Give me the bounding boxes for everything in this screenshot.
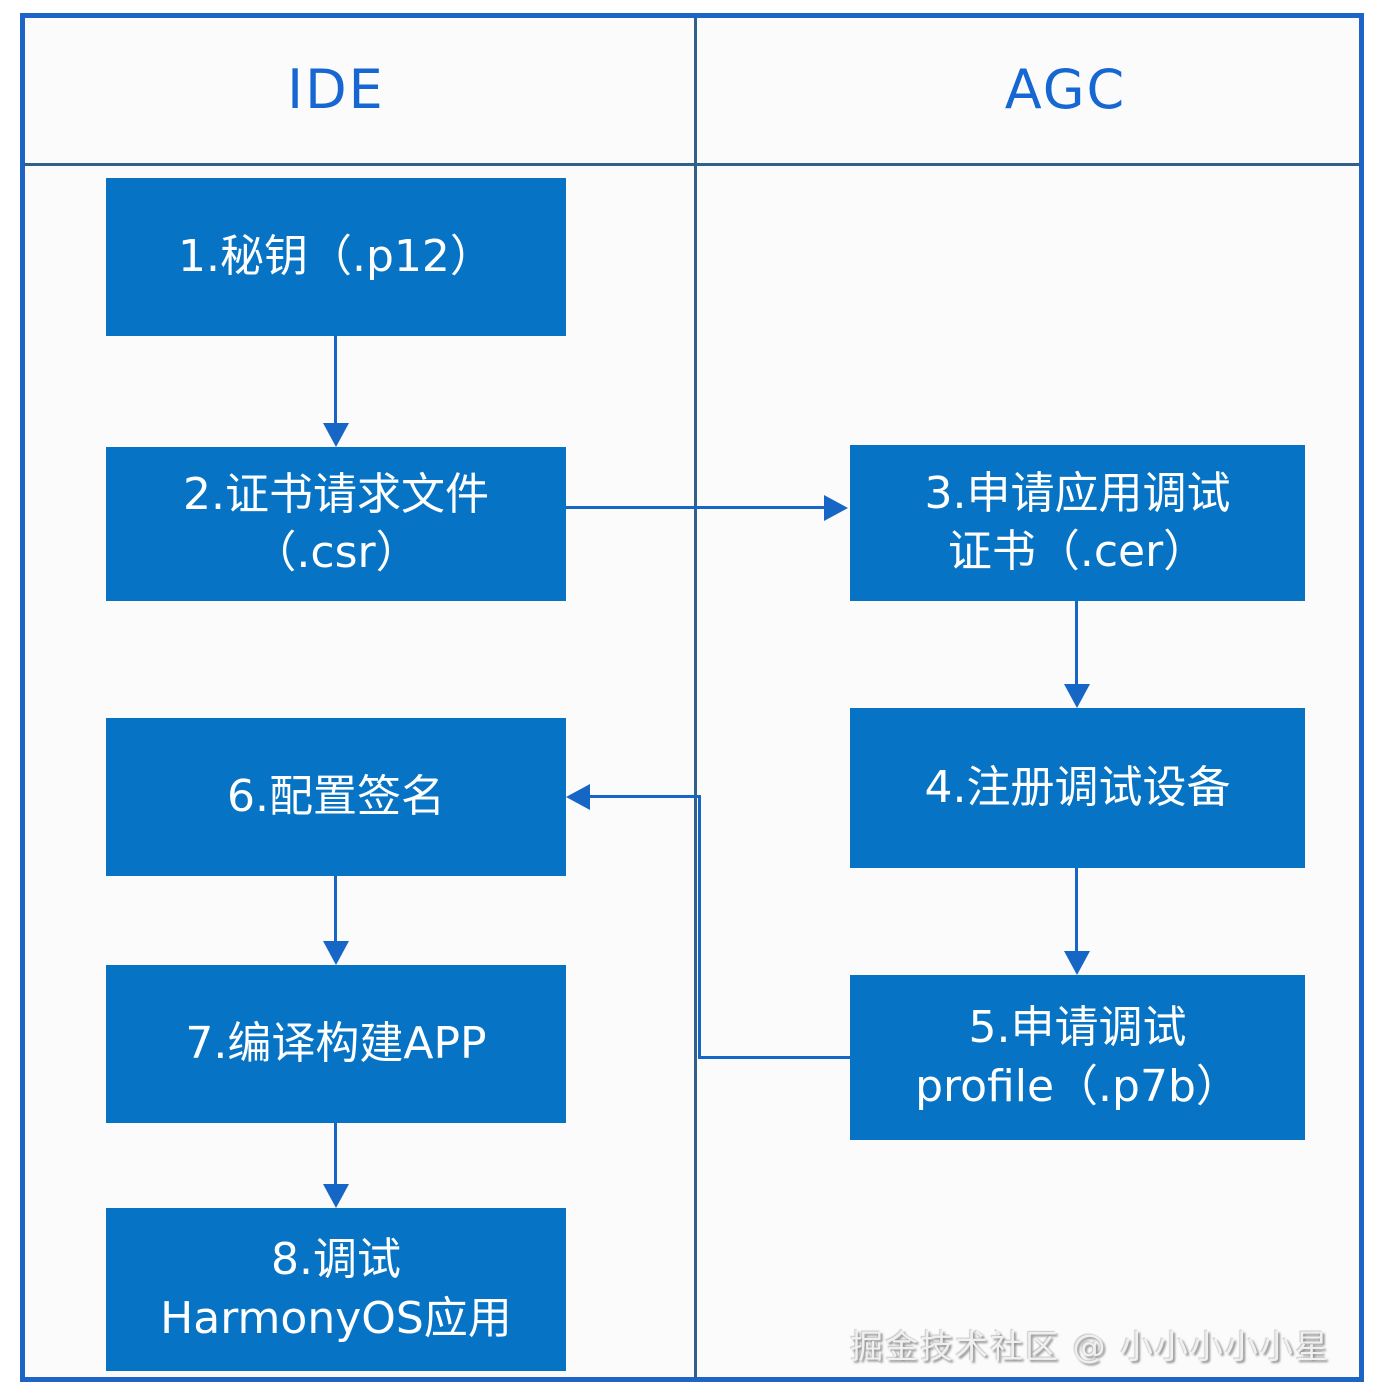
flow-box-1-key-p12: 1.秘钥（.p12） (106, 178, 566, 336)
arrow-1-to-2-line (334, 336, 337, 426)
flow-box-7-label: 7.编译构建APP (185, 1017, 487, 1069)
arrow-4-to-5-line (1075, 868, 1078, 953)
flow-box-4-label: 4.注册调试设备 (924, 761, 1231, 813)
arrow-5-to-6-segment-vertical (698, 795, 701, 1059)
flow-box-3-apply-cert: 3.申请应用调试 证书（.cer） (850, 445, 1305, 601)
flow-box-2-label-line1: 2.证书请求文件 (183, 468, 489, 520)
arrow-5-to-6-segment-bottom (699, 1056, 850, 1059)
arrow-7-to-8-head (323, 1184, 349, 1208)
flow-box-4-register-device: 4.注册调试设备 (850, 708, 1305, 868)
arrow-2-to-3-line (566, 506, 826, 509)
flow-box-2-label-line2: （.csr） (252, 527, 420, 578)
lane-divider (694, 18, 697, 1378)
flow-box-2-csr: 2.证书请求文件 （.csr） (106, 447, 566, 601)
header-divider (24, 163, 1360, 166)
arrow-4-to-5-head (1064, 951, 1090, 975)
flow-box-1-label: 1.秘钥（.p12） (178, 230, 494, 282)
flow-box-8-label-line1: 8.调试 (271, 1234, 401, 1286)
arrow-5-to-6-segment-top (588, 795, 701, 798)
flow-box-5-label-line2: profile（.p7b） (915, 1060, 1240, 1112)
flow-box-3-label-line2: 证书（.cer） (947, 526, 1208, 577)
lane-header-ide: IDE (287, 58, 385, 121)
arrow-3-to-4-head (1064, 684, 1090, 708)
flow-box-3-label-line1: 3.申请应用调试 (924, 467, 1231, 519)
arrow-5-to-6-head (566, 784, 590, 810)
flow-box-7-build-app: 7.编译构建APP (106, 965, 566, 1123)
flow-box-8-debug-harmonyos: 8.调试 HarmonyOS应用 (106, 1208, 566, 1371)
arrow-1-to-2-head (323, 423, 349, 447)
arrow-3-to-4-line (1075, 601, 1078, 686)
arrow-2-to-3-head (824, 495, 848, 521)
arrow-6-to-7-line (334, 876, 337, 944)
arrow-6-to-7-head (323, 941, 349, 965)
flow-box-6-label: 6.配置签名 (227, 770, 445, 822)
lane-header-agc: AGC (1004, 58, 1127, 121)
flow-box-5-label-line1: 5.申请调试 (968, 1002, 1187, 1054)
flow-box-6-configure-signing: 6.配置签名 (106, 718, 566, 876)
arrow-7-to-8-line (334, 1123, 337, 1186)
flow-box-5-apply-profile: 5.申请调试 profile（.p7b） (850, 975, 1305, 1140)
watermark-text: 掘金技术社区 @ 小小小小小星 (850, 1327, 1330, 1366)
flow-box-8-label-line2: HarmonyOS应用 (160, 1292, 512, 1344)
